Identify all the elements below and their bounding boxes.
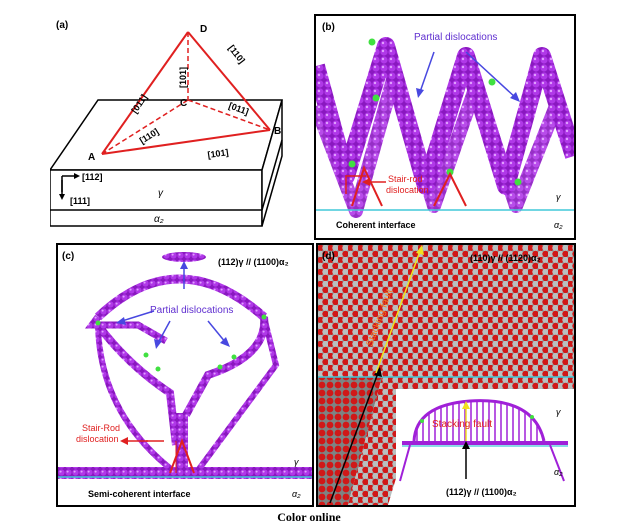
panel-d-orientation: (110)γ // (1120)α₂ [470, 253, 541, 263]
stacking-fault-dome [414, 400, 544, 441]
coherent-interface-label: Coherent interface [336, 220, 416, 230]
interface-atom-layer [58, 467, 312, 479]
stair-rod-label-2: dislocation [386, 185, 429, 195]
panel-d-label: (d) [322, 251, 335, 262]
panel-c-gamma: γ [294, 457, 299, 467]
axis-112-label: [112] [82, 172, 103, 182]
semi-coherent-interface-label: Semi-coherent interface [88, 489, 191, 499]
alpha2-label: α₂ [154, 214, 164, 225]
edge-ad [101, 31, 189, 155]
axis-111-label: [111] [70, 196, 90, 206]
panel-c-orientation: (112)γ // (1100)α₂ [218, 257, 289, 267]
panel-c-image: (c) (112)γ // (1100)α₂ Partial dislocati… [58, 251, 312, 499]
panel-d-bottom-orientation: (112)γ // (1100)α₂ [446, 487, 517, 497]
gamma-lattice [318, 245, 574, 377]
vertex-a-label: A [88, 152, 95, 163]
partial-arrow-2 [465, 51, 517, 99]
partial-arrow-right [207, 320, 227, 344]
slab-front-face [50, 169, 263, 227]
panel-d-alpha2: α₂ [554, 467, 563, 477]
central-column [176, 413, 188, 475]
panel-b-label: (b) [322, 22, 335, 33]
stair-rod-label-1: Stair-rod [388, 174, 423, 184]
panel-b: (b) Partial dislocations Stair-rod dislo… [314, 14, 576, 240]
gamma-direction-arrow [375, 250, 421, 374]
dir-dc-label: [101] [178, 67, 188, 88]
partial-dislocations-label: Partial dislocations [414, 32, 497, 43]
panel-c-label: (c) [62, 251, 74, 262]
stair-rod-line [351, 165, 383, 207]
edge-db [187, 31, 271, 131]
panel-b-image: (b) Partial dislocations Stair-rod dislo… [316, 22, 574, 230]
dir-db-label: [110] [226, 43, 247, 65]
dir-ab-label: [101] [207, 147, 229, 160]
panel-d-gamma: γ [556, 407, 561, 417]
dome-arc [94, 274, 267, 321]
left-arm [94, 322, 180, 446]
gamma-label: γ [158, 188, 164, 199]
panel-d-image: (d) (110)γ // (1120)α₂ Stacking fault St… [318, 245, 574, 505]
edge-ca [101, 99, 189, 155]
vertex-b-label: B [274, 126, 281, 137]
partial-arrow-left [121, 310, 155, 322]
panel-c: (c) (112)γ // (1100)α₂ Partial dislocati… [56, 243, 314, 507]
edge-ab [101, 129, 271, 155]
panel-a: (a) D A B C [011] [110] [101] [110] [011… [50, 14, 312, 240]
stair-rod-label-c-1: Stair-Rod [82, 423, 120, 433]
vertex-c-label: C [180, 98, 187, 109]
alpha2-lattice [318, 377, 382, 505]
edge-cb [187, 99, 271, 131]
vertex-d-label: D [200, 24, 207, 35]
stair-rod-lines [169, 438, 195, 474]
partial-arrow-1 [419, 51, 435, 93]
panel-a-label: (a) [56, 20, 69, 31]
panel-b-gamma: γ [556, 192, 561, 202]
dislocation-chain-front [316, 37, 574, 195]
alpha2-direction-arrow [329, 372, 379, 504]
figure-caption: Color online [277, 510, 341, 524]
stair-rod-label-c-2: dislocation [76, 434, 119, 444]
stacking-fault-inset-label: Stacking fault [432, 419, 492, 430]
panel-d: (d) (110)γ // (1120)α₂ Stacking fault St… [316, 243, 576, 507]
panel-b-alpha2: α₂ [554, 220, 563, 230]
partial-dislocations-label-c: Partial dislocations [150, 305, 233, 316]
tetrahedron-diagram: D A B C [011] [110] [101] [110] [011] [1… [50, 24, 283, 227]
panel-c-alpha2: α₂ [292, 489, 301, 499]
